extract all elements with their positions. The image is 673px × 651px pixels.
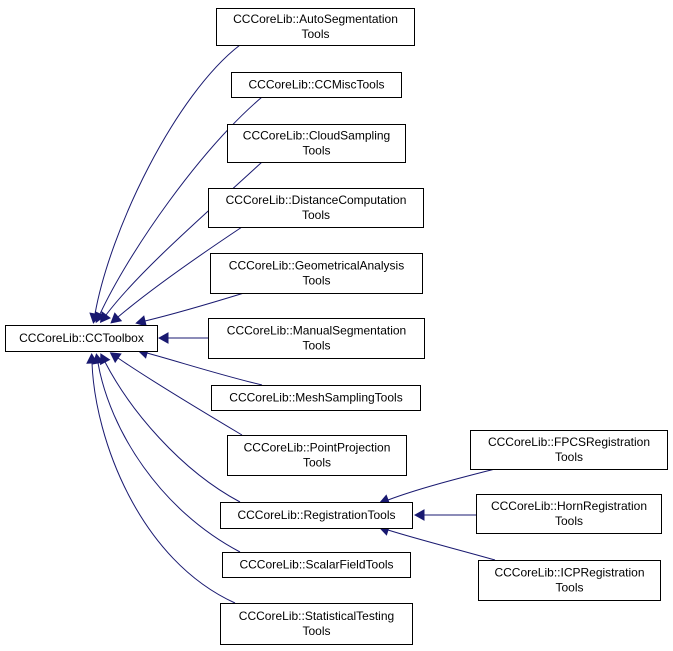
node-label: Tools [555, 514, 583, 528]
edge-line [146, 352, 263, 386]
node-label: CCCoreLib::RegistrationTools [237, 508, 395, 522]
node-label: Tools [302, 144, 330, 158]
node-label: CCCoreLib::FPCSRegistration [488, 435, 650, 449]
edge-line [91, 362, 236, 604]
edge-line [117, 357, 243, 436]
node-label: CCCoreLib::DistanceComputation [226, 193, 407, 207]
edge-pointproj-to-cctoolbox [109, 352, 243, 436]
node-box[interactable] [478, 560, 661, 601]
node-box[interactable] [208, 318, 425, 359]
arrowhead [110, 312, 123, 324]
node-label: CCCoreLib::CloudSampling [243, 129, 390, 143]
edge-line [105, 161, 263, 316]
node-meshsampling[interactable]: CCCoreLib::MeshSamplingTools [211, 385, 421, 411]
node-label: CCCoreLib::PointProjection [244, 441, 391, 455]
edge-line [99, 96, 263, 315]
arrowhead [94, 311, 106, 324]
edge-misc-to-cctoolbox [94, 96, 263, 324]
node-label: Tools [302, 208, 330, 222]
node-box[interactable] [220, 603, 413, 645]
edge-manualseg-to-cctoolbox [157, 332, 208, 344]
node-label: CCCoreLib::StatisticalTesting [239, 609, 394, 623]
edge-line [104, 361, 241, 503]
node-cctoolbox[interactable]: CCCoreLib::CCToolbox [5, 325, 158, 352]
arrowhead [135, 315, 147, 327]
node-label: Tools [303, 456, 331, 470]
node-box[interactable] [210, 253, 423, 294]
node-registration[interactable]: CCCoreLib::RegistrationTools [220, 502, 413, 529]
node-label: Tools [555, 450, 583, 464]
node-label: Tools [302, 339, 330, 353]
node-label: CCCoreLib::ScalarFieldTools [239, 558, 393, 572]
node-scalarfield[interactable]: CCCoreLib::ScalarFieldTools [222, 552, 411, 578]
node-box[interactable] [211, 385, 421, 411]
edge-horn-to-registration [413, 509, 476, 521]
node-box[interactable] [220, 502, 413, 529]
node-box[interactable] [227, 435, 407, 476]
edge-line [387, 468, 496, 501]
edge-line [387, 529, 496, 561]
edge-geomanalysis-to-cctoolbox [135, 292, 245, 327]
node-label: Tools [302, 274, 330, 288]
edge-stattesting-to-cctoolbox [86, 352, 236, 604]
node-label: Tools [555, 581, 583, 595]
node-label: CCCoreLib::HornRegistration [491, 499, 647, 513]
edge-cloudsampling-to-cctoolbox [99, 161, 263, 324]
node-label: Tools [301, 27, 329, 41]
node-box[interactable] [231, 72, 402, 98]
edge-scalarfield-to-cctoolbox [92, 353, 241, 553]
node-box[interactable] [470, 430, 668, 470]
node-misc[interactable]: CCCoreLib::CCMiscTools [231, 72, 402, 98]
edge-line [144, 292, 245, 322]
node-label: Tools [302, 624, 330, 638]
node-label: CCCoreLib::ManualSegmentation [227, 324, 406, 338]
node-label: CCCoreLib::ICPRegistration [494, 566, 644, 580]
edges-layer [86, 44, 496, 604]
arrowhead [413, 509, 425, 521]
node-box[interactable] [222, 552, 411, 578]
edge-line [94, 44, 241, 315]
edge-line [117, 226, 243, 318]
edge-distcomp-to-cctoolbox [110, 226, 243, 324]
arrowhead [109, 352, 122, 364]
node-box[interactable] [476, 494, 662, 534]
node-label: CCCoreLib::CCMiscTools [248, 78, 384, 92]
node-box[interactable] [216, 8, 415, 46]
nodes-layer: CCCoreLib::CCToolbox CCCoreLib::AutoSegme… [5, 8, 668, 645]
edge-line [97, 362, 241, 553]
arrowhead [86, 352, 98, 364]
node-label: CCCoreLib::GeometricalAnalysis [229, 259, 404, 273]
node-box[interactable] [5, 325, 158, 352]
arrowhead [99, 311, 111, 324]
node-label: CCCoreLib::CCToolbox [19, 331, 144, 345]
node-label: CCCoreLib::MeshSamplingTools [229, 391, 402, 405]
node-box[interactable] [208, 188, 424, 228]
node-label: CCCoreLib::AutoSegmentation [233, 12, 398, 26]
node-box[interactable] [227, 124, 406, 163]
arrowhead [157, 332, 169, 344]
